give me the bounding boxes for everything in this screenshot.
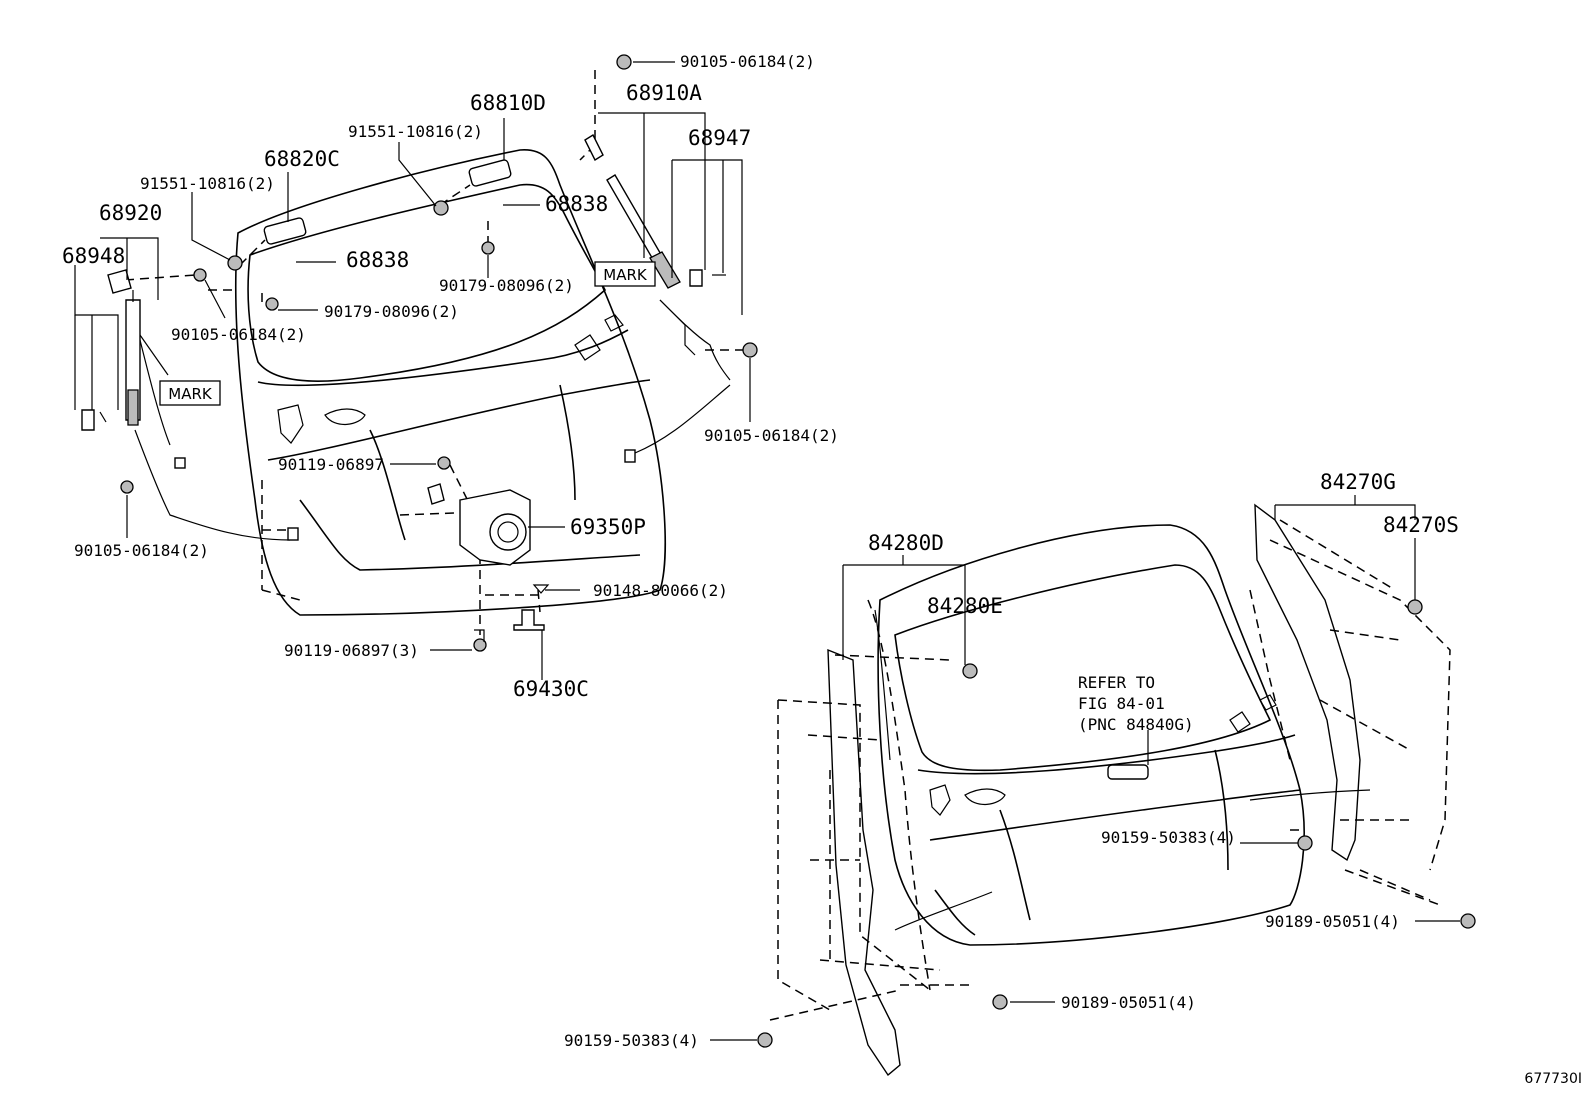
label-90105-06184-right: 90105-06184(2)	[704, 426, 839, 445]
right-gas-strut	[584, 133, 731, 463]
svg-text:MARK: MARK	[168, 385, 213, 403]
label-90119-06897: 90119-06897	[278, 455, 384, 474]
mark-label-upper: MARK	[594, 261, 656, 287]
label-68948: 68948	[62, 244, 125, 268]
label-91551-10816-top: 91551-10816(2)	[348, 122, 483, 141]
label-90159-50383-b: 90159-50383(4)	[564, 1031, 699, 1050]
label-68947: 68947	[688, 126, 751, 150]
refer-note-line3: (PNC 84840G)	[1078, 715, 1194, 734]
label-90105-06184-top: 90105-06184(2)	[680, 52, 815, 71]
lock-assembly	[427, 483, 545, 631]
back-door-lower-assembly	[769, 503, 1451, 1077]
refer-note-line1: REFER TO	[1078, 673, 1155, 692]
svg-text:MARK: MARK	[603, 266, 648, 284]
fasteners-upper	[120, 54, 758, 652]
refer-note-line2: FIG 84-01	[1078, 694, 1165, 713]
figure-id: 677730I	[1524, 1071, 1582, 1087]
label-90105-06184-bottom: 90105-06184(2)	[74, 541, 209, 560]
label-68820C: 68820C	[264, 147, 340, 171]
label-84270G: 84270G	[1320, 470, 1396, 494]
label-91551-10816-left: 91551-10816(2)	[140, 174, 275, 193]
label-90148-80066: 90148-80066(2)	[593, 581, 728, 600]
label-90105-06184-left: 90105-06184(2)	[171, 325, 306, 344]
label-84280E: 84280E	[927, 594, 1003, 618]
label-69350P: 69350P	[570, 515, 646, 539]
label-69430C: 69430C	[513, 677, 589, 701]
label-68910A: 68910A	[626, 81, 702, 105]
label-90189-05051-b: 90189-05051(4)	[1061, 993, 1196, 1012]
label-68838-b: 68838	[346, 248, 409, 272]
leader-lines-upper	[74, 61, 751, 680]
refer-note: REFER TO FIG 84-01 (PNC 84840G)	[1078, 673, 1194, 734]
label-90179-08096-a: 90179-08096(2)	[439, 276, 574, 295]
label-84270S: 84270S	[1383, 513, 1459, 537]
part-number-labels: 90105-06184(2) 68910A 68810D 91551-10816…	[62, 52, 1459, 1050]
label-90159-50383-a: 90159-50383(4)	[1101, 828, 1236, 847]
label-68810D: 68810D	[470, 91, 546, 115]
label-90189-05051-a: 90189-05051(4)	[1265, 912, 1400, 931]
label-90119-06897-3: 90119-06897(3)	[284, 641, 419, 660]
back-door-upper-assembly	[124, 70, 745, 635]
leader-lines-lower	[710, 495, 1460, 1041]
label-68920: 68920	[99, 201, 162, 225]
label-90179-08096-b: 90179-08096(2)	[324, 302, 459, 321]
mark-label-left: MARK	[159, 380, 221, 406]
left-gas-strut	[81, 269, 299, 541]
label-68838-a: 68838	[545, 192, 608, 216]
label-84280D: 84280D	[868, 531, 944, 555]
